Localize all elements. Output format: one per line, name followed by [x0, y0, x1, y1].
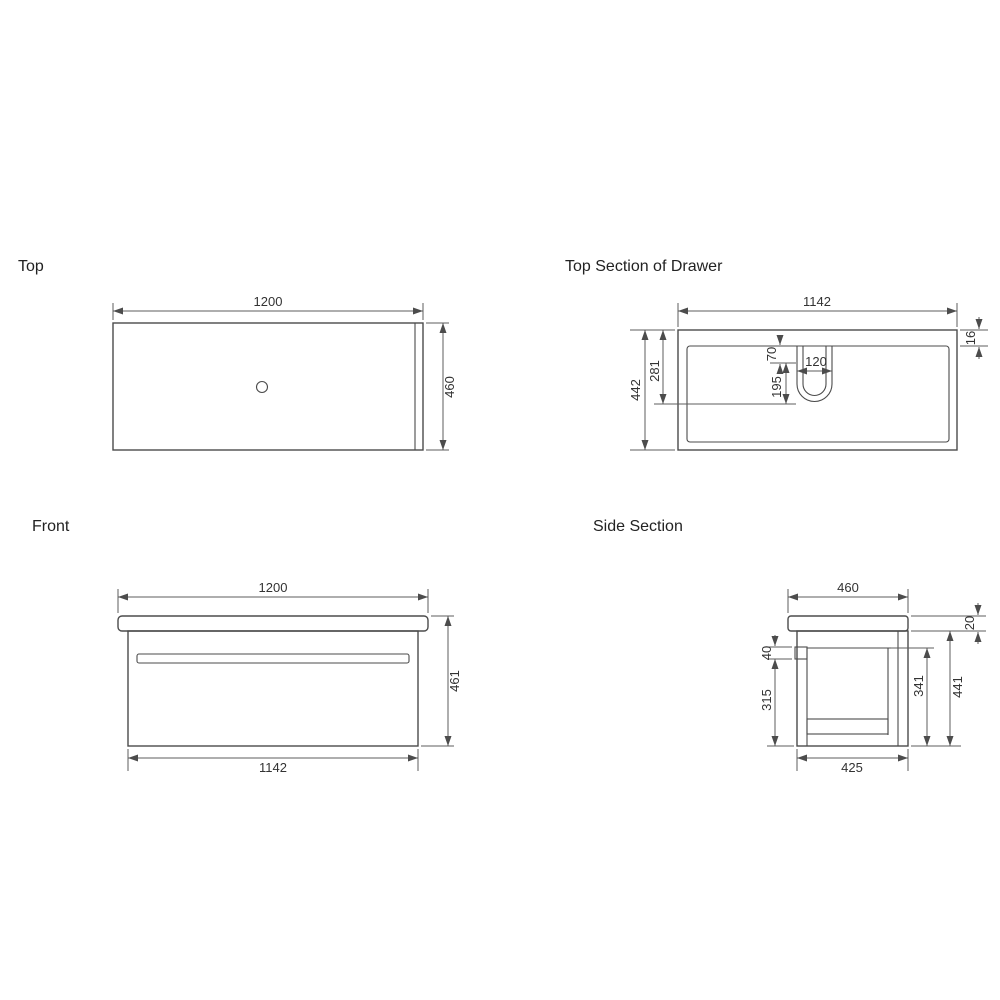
- dim-label: 460: [837, 580, 859, 595]
- dim-label: 281: [647, 360, 662, 382]
- dim-label: 195: [769, 376, 784, 398]
- dim-drain-width: 120: [797, 354, 832, 375]
- countertop-outline: [112, 322, 424, 451]
- dim-top-width: 1200: [112, 294, 424, 320]
- dim-label: 441: [950, 676, 965, 698]
- front-view: Front 1200 461 1142: [32, 518, 462, 775]
- dim-section-width: 1142: [677, 294, 958, 327]
- dim-section-depth: 442: [628, 329, 675, 451]
- dim-label: 461: [447, 670, 462, 692]
- dim-cabinet-height: 441: [911, 631, 965, 747]
- dim-drain-top-offset: 70: [764, 335, 796, 374]
- dim-label: 315: [759, 689, 774, 711]
- dim-cabinet-width: 1142: [127, 749, 419, 775]
- dim-label: 70: [764, 347, 779, 361]
- dim-label: 425: [841, 760, 863, 775]
- dim-inner-height: 341: [891, 647, 934, 746]
- handle-rail-section: [794, 646, 808, 660]
- countertop-side: [787, 615, 909, 632]
- view-label-top-section: Top Section of Drawer: [565, 258, 723, 275]
- dim-label: 1142: [259, 760, 287, 775]
- dim-drawer-front-height: 315: [759, 659, 794, 747]
- dim-counter-thickness: 20: [911, 603, 986, 644]
- view-label-front: Front: [32, 518, 70, 535]
- drawer-outer-outline: [677, 329, 958, 451]
- dim-front-height: 461: [421, 615, 462, 747]
- dim-cabinet-depth: 425: [796, 749, 909, 775]
- drawer-bottom-section: [806, 718, 889, 735]
- drain-cutout-inner: [802, 346, 827, 396]
- dim-drain-depth: 195: [769, 363, 790, 404]
- countertop-front: [117, 615, 429, 632]
- view-label-side-section: Side Section: [593, 518, 683, 535]
- cabinet-front: [127, 630, 419, 747]
- handle-groove: [136, 653, 410, 664]
- dim-label: 40: [759, 646, 774, 660]
- dim-front-width: 1200: [117, 580, 429, 613]
- cabinet-side: [796, 630, 909, 747]
- dim-label: 442: [628, 379, 643, 401]
- dim-label: 1142: [803, 294, 831, 309]
- dim-rail-height: 40: [759, 635, 792, 660]
- view-label-top: Top: [18, 258, 44, 275]
- dim-drain-from-back: 281: [647, 330, 796, 405]
- drain-cutout-outer: [796, 346, 833, 403]
- dim-side-depth: 460: [787, 580, 909, 613]
- dim-label: 20: [962, 616, 977, 630]
- top-section-view: Top Section of Drawer 1142 16 442: [565, 258, 988, 451]
- dim-label: 460: [442, 376, 457, 398]
- dim-label: 1200: [254, 294, 283, 309]
- side-section-view: Side Section 460 20 441: [593, 518, 986, 775]
- dim-label: 120: [805, 354, 827, 369]
- dim-top-depth: 460: [426, 322, 457, 451]
- tap-hole: [255, 380, 269, 394]
- dim-label: 1200: [259, 580, 288, 595]
- drawer-inner-outline: [686, 345, 950, 443]
- dim-rail-thickness: 16: [960, 317, 988, 359]
- top-view: Top 1200 460: [18, 258, 457, 451]
- dim-label: 16: [963, 331, 978, 345]
- dim-label: 341: [911, 675, 926, 697]
